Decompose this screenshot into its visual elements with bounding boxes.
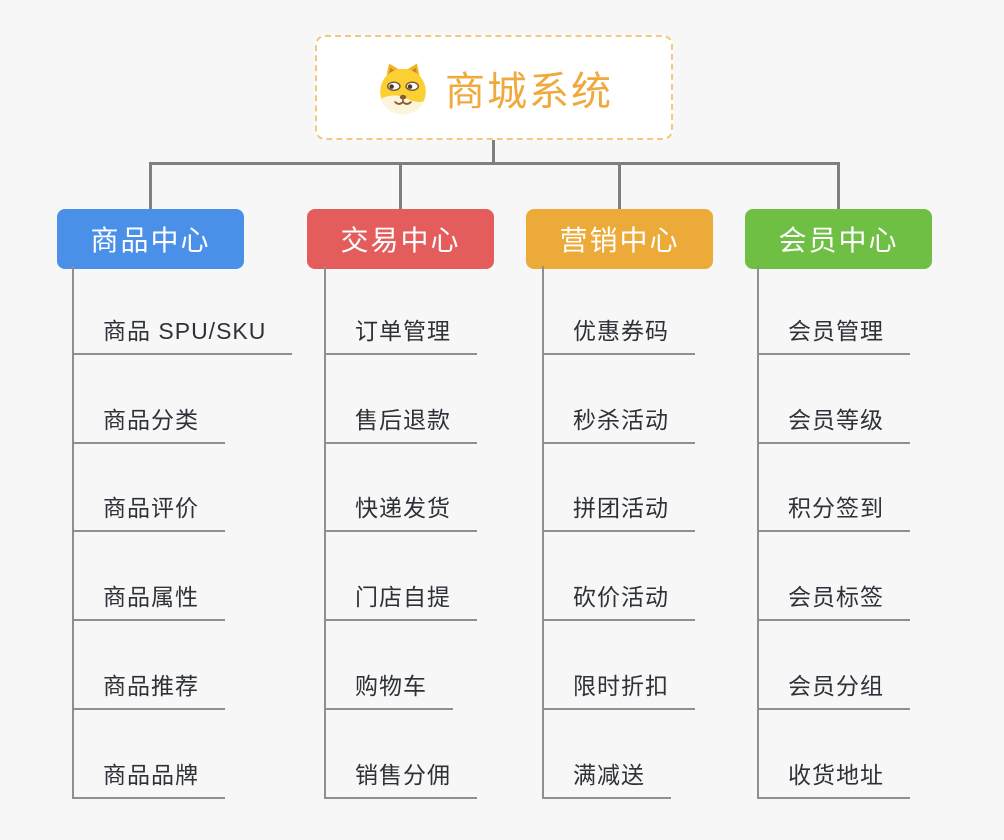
branch-children-product: 商品 SPU/SKU 商品分类 商品评价 商品属性 商品推荐 商品品牌 — [72, 266, 293, 799]
mindmap-item: 秒杀活动 — [542, 355, 695, 444]
mindmap-item: 商品 SPU/SKU — [72, 266, 293, 355]
connector-drop-marketing — [618, 164, 621, 210]
connector-drop-member — [837, 164, 840, 210]
item-express-delivery[interactable]: 快递发货 — [324, 489, 477, 533]
mindmap-item: 拼团活动 — [542, 444, 695, 533]
mindmap-item: 砍价活动 — [542, 532, 695, 622]
mindmap-item: 订单管理 — [324, 266, 477, 355]
branch-node-marketing-center[interactable]: 营销中心 — [526, 209, 713, 269]
item-member-group[interactable]: 会员分组 — [757, 667, 910, 711]
item-limited-time-discount[interactable]: 限时折扣 — [542, 667, 695, 711]
connector-root-stem — [492, 139, 495, 163]
mindmap-item: 满减送 — [542, 710, 695, 799]
mindmap-item: 会员管理 — [757, 266, 910, 355]
mindmap-item: 会员分组 — [757, 621, 910, 711]
item-shipping-address[interactable]: 收货地址 — [757, 756, 910, 799]
branch-children-member: 会员管理 会员等级 积分签到 会员标签 会员分组 收货地址 — [757, 266, 910, 799]
item-product-recommend[interactable]: 商品推荐 — [72, 667, 225, 711]
item-full-reduction[interactable]: 满减送 — [542, 756, 671, 799]
item-after-sale-refund[interactable]: 售后退款 — [324, 401, 477, 444]
item-member-management[interactable]: 会员管理 — [757, 312, 910, 355]
item-sales-commission[interactable]: 销售分佣 — [324, 756, 477, 799]
item-shopping-cart[interactable]: 购物车 — [324, 667, 453, 711]
mindmap-item: 优惠券码 — [542, 266, 695, 355]
root-title: 商城系统 — [445, 69, 613, 114]
root-node[interactable]: 商城系统 — [315, 35, 673, 140]
mindmap-item: 门店自提 — [324, 532, 477, 622]
mindmap-item: 快递发货 — [324, 444, 477, 533]
dog-face-icon — [380, 63, 426, 114]
item-product-review[interactable]: 商品评价 — [72, 489, 225, 533]
item-member-tag[interactable]: 会员标签 — [757, 578, 910, 622]
item-store-pickup[interactable]: 门店自提 — [324, 578, 477, 622]
mindmap-item: 积分签到 — [757, 444, 910, 533]
connector-drop-product — [149, 164, 152, 210]
mindmap-item: 会员标签 — [757, 532, 910, 622]
item-group-buy[interactable]: 拼团活动 — [542, 489, 695, 533]
branch-node-product-center[interactable]: 商品中心 — [57, 209, 244, 269]
item-member-level[interactable]: 会员等级 — [757, 401, 910, 444]
mindmap-item: 收货地址 — [757, 710, 910, 799]
mindmap-item: 商品推荐 — [72, 621, 292, 711]
item-product-brand[interactable]: 商品品牌 — [72, 756, 225, 799]
item-coupon-code[interactable]: 优惠券码 — [542, 312, 695, 355]
mindmap-item: 会员等级 — [757, 355, 910, 444]
connector-rail — [149, 162, 840, 165]
item-order-management[interactable]: 订单管理 — [324, 312, 477, 355]
branch-children-trade: 订单管理 售后退款 快递发货 门店自提 购物车 销售分佣 — [324, 266, 477, 799]
connector-drop-trade — [399, 164, 402, 210]
item-bargain-activity[interactable]: 砍价活动 — [542, 578, 695, 622]
item-product-spu-sku[interactable]: 商品 SPU/SKU — [72, 312, 293, 355]
mindmap-item: 销售分佣 — [324, 710, 477, 799]
mindmap-item: 购物车 — [324, 621, 477, 711]
mindmap-item: 商品品牌 — [72, 710, 292, 799]
mindmap-item: 商品属性 — [72, 532, 292, 622]
branch-children-marketing: 优惠券码 秒杀活动 拼团活动 砍价活动 限时折扣 满减送 — [542, 266, 695, 799]
item-product-attribute[interactable]: 商品属性 — [72, 578, 225, 622]
item-flash-sale[interactable]: 秒杀活动 — [542, 401, 695, 444]
branch-node-trade-center[interactable]: 交易中心 — [307, 209, 494, 269]
branch-node-member-center[interactable]: 会员中心 — [745, 209, 932, 269]
item-points-checkin[interactable]: 积分签到 — [757, 489, 910, 533]
mindmap-item: 商品评价 — [72, 444, 292, 533]
item-product-category[interactable]: 商品分类 — [72, 401, 225, 444]
mindmap-item: 售后退款 — [324, 355, 477, 444]
mindmap-item: 限时折扣 — [542, 621, 695, 711]
mindmap-item: 商品分类 — [72, 355, 292, 444]
